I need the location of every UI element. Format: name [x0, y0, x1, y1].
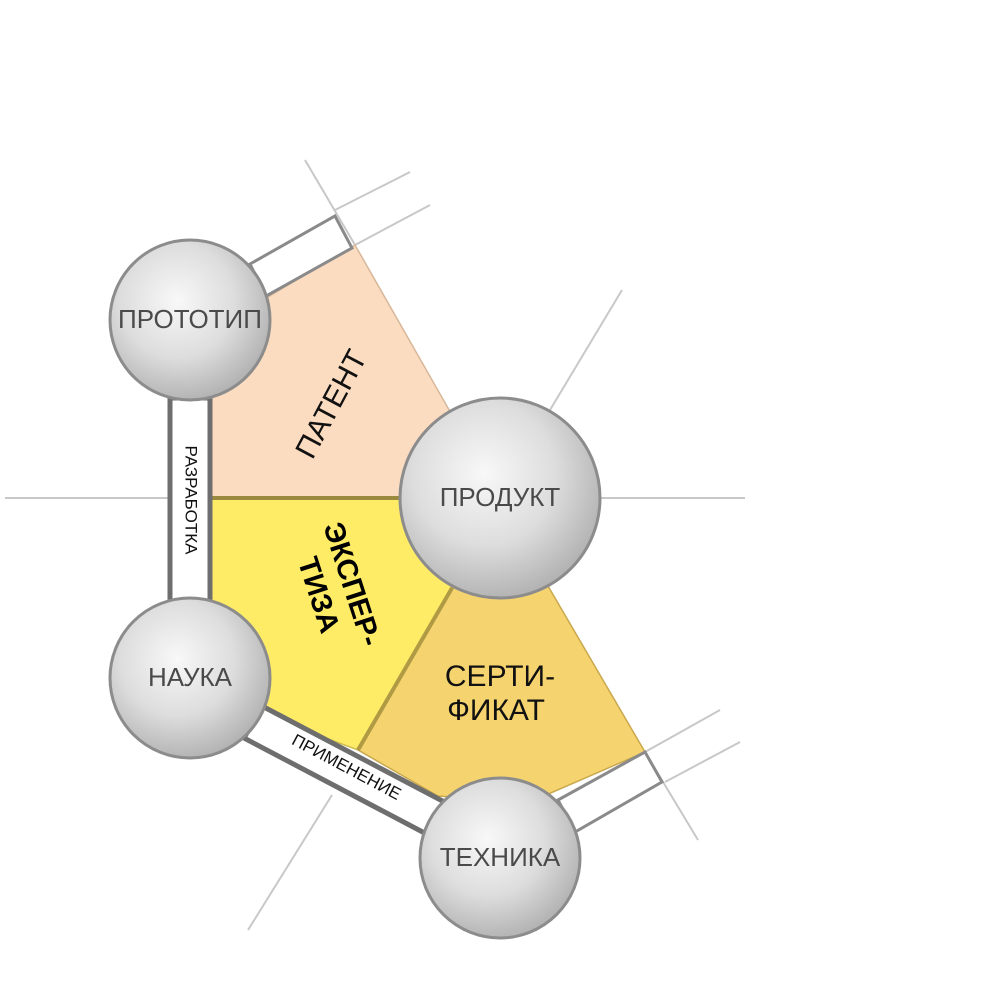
guide-line-bottom-right-c	[664, 741, 741, 783]
development-label: РАЗРАБОТКА	[182, 446, 201, 556]
guide-line-product-diag	[549, 289, 623, 411]
node-technology: ТЕХНИКА	[418, 776, 582, 940]
certificate-label-line-1: СЕРТИ-	[445, 660, 555, 693]
prototype-label: ПРОТОТИП	[118, 304, 262, 334]
node-prototype: ПРОТОТИП	[108, 238, 272, 402]
node-science: НАУКА	[108, 596, 272, 760]
guide-line-bottom-right-b	[644, 709, 721, 753]
guide-line-top-b	[334, 171, 411, 211]
guide-line-top-c	[354, 204, 431, 246]
expertise-right-divider	[356, 586, 454, 752]
technology-label: ТЕХНИКА	[440, 842, 561, 872]
guide-line-top-a	[304, 159, 356, 246]
guide-lines	[5, 159, 745, 931]
science-label: НАУКА	[148, 662, 233, 692]
product-label: ПРОДУКТ	[440, 482, 561, 512]
guide-line-bottom-left	[247, 794, 333, 931]
certificate-label-line-2: ФИКАТ	[447, 694, 545, 727]
node-product: ПРОДУКТ	[398, 396, 602, 600]
certificate-label: СЕРТИ- ФИКАТ	[445, 660, 555, 727]
